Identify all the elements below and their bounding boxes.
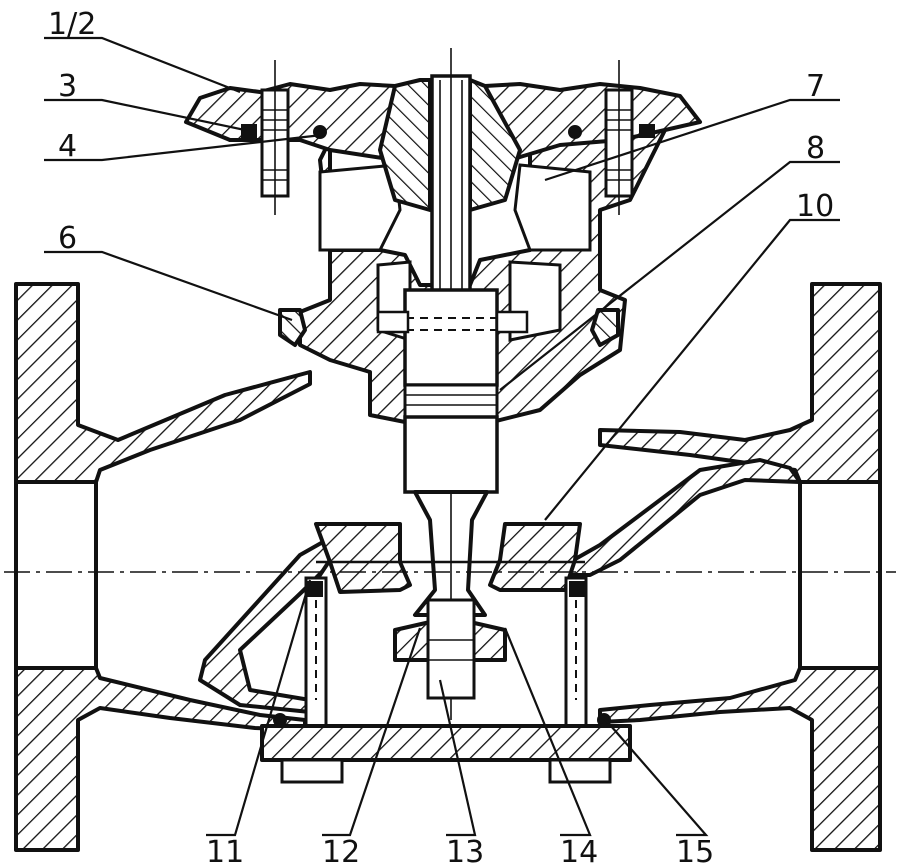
top-actuator-flange	[184, 78, 702, 212]
callout-1-2: 1/2	[48, 7, 96, 42]
top-flange-bolts	[260, 60, 634, 215]
callout-10: 10	[796, 189, 834, 224]
callout-11: 11	[206, 835, 244, 868]
callout-15: 15	[676, 835, 714, 868]
bottom-cover	[260, 713, 632, 784]
callout-12: 12	[322, 835, 360, 868]
callout-3: 3	[58, 69, 77, 104]
valve-stem	[378, 48, 528, 720]
callout-8: 8	[806, 131, 825, 166]
valve-disc	[314, 522, 585, 700]
callout-4: 4	[58, 129, 77, 164]
bonnet-seals	[278, 308, 620, 347]
callout-6: 6	[58, 221, 77, 256]
top-seals	[241, 124, 655, 139]
left-flange	[14, 282, 312, 852]
callout-7: 7	[806, 69, 825, 104]
right-flange	[598, 282, 882, 852]
callout-14: 14	[560, 835, 598, 868]
seat-cage	[304, 576, 588, 728]
leader-lines	[44, 36, 840, 837]
callout-13: 13	[446, 835, 484, 868]
